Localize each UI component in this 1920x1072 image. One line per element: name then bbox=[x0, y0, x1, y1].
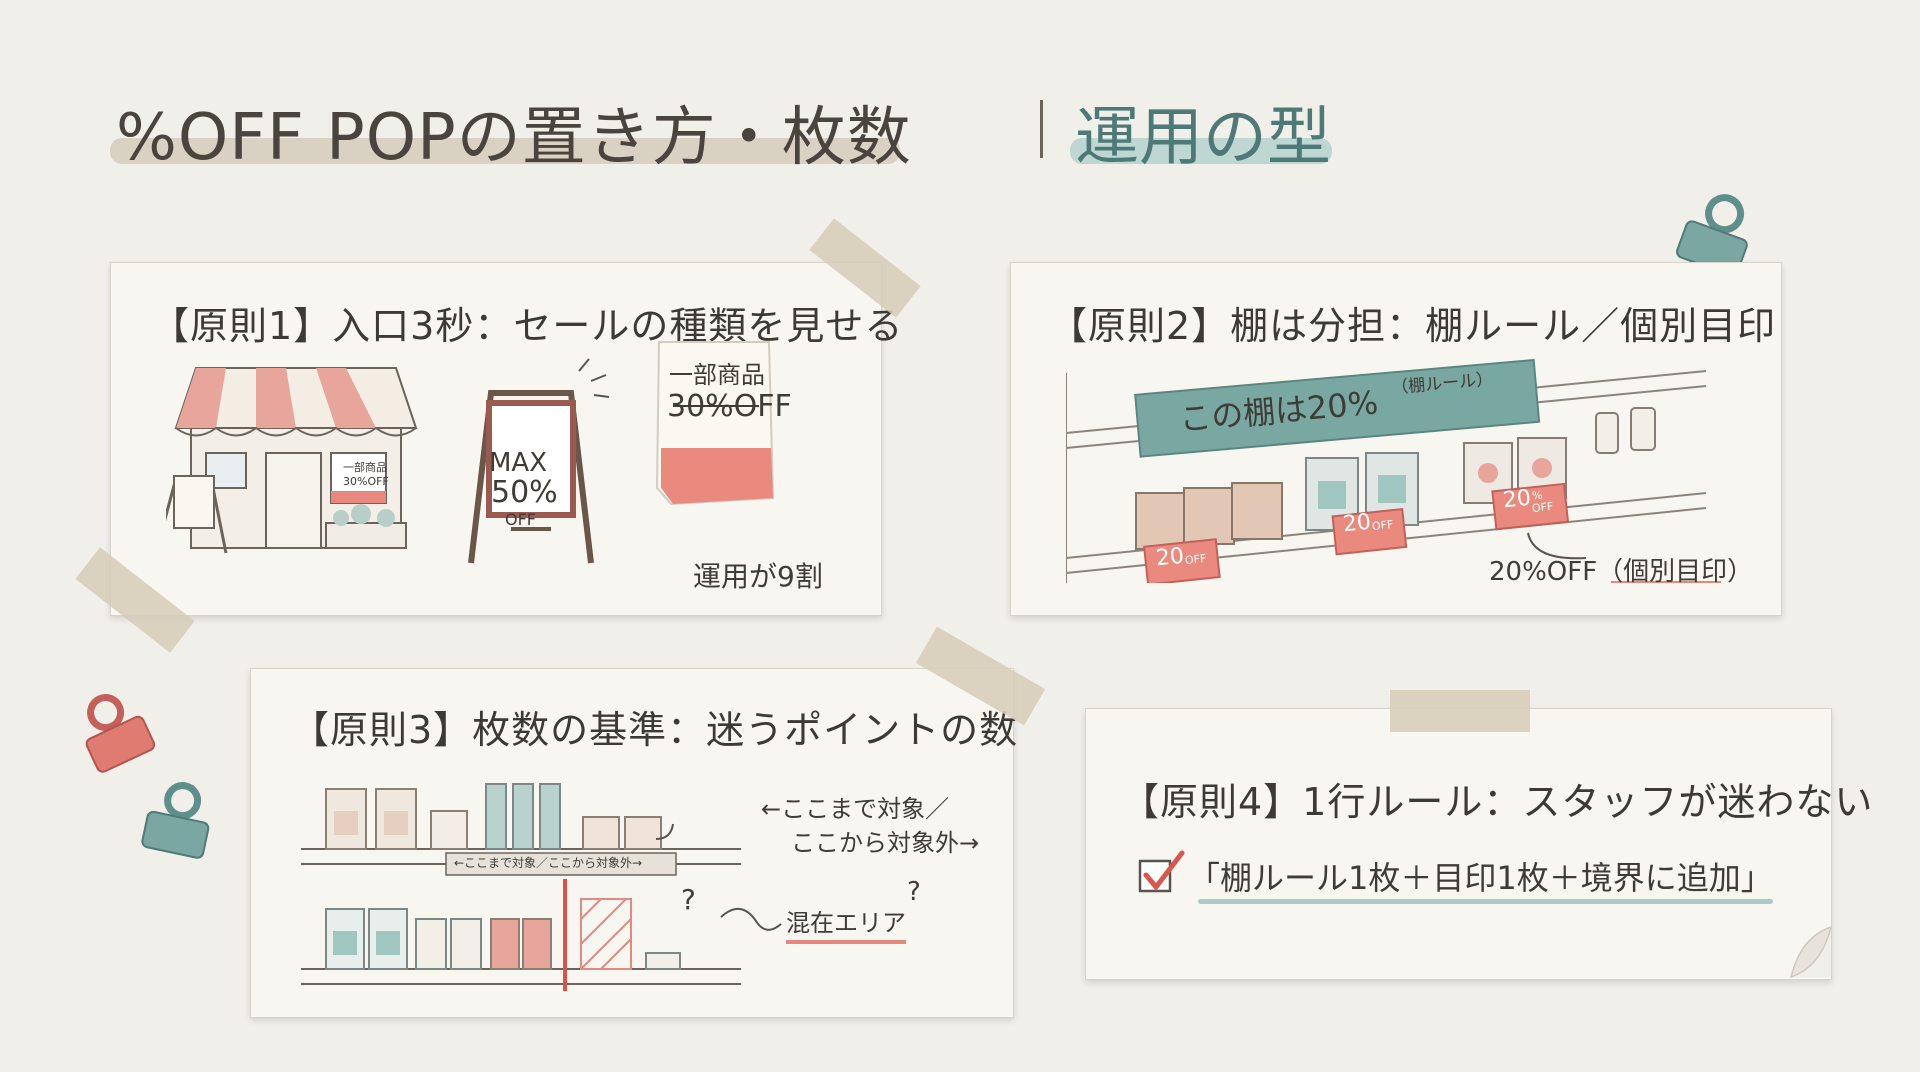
principle-1-card: 【原則1】入口3秒：セールの種類を見せる 一部商品 30%OFF MAX 50%… bbox=[110, 262, 902, 616]
principle-1-title: 【原則1】入口3秒：セールの種類を見せる bbox=[151, 304, 904, 348]
tape-decoration bbox=[1390, 690, 1530, 732]
a-board-sign-illustration bbox=[468, 358, 610, 564]
page-curl-icon bbox=[1789, 917, 1833, 979]
principle-3-title: 【原則3】枚数の基準：迷うポイントの数 bbox=[291, 708, 1019, 752]
poster-illustration bbox=[655, 341, 775, 506]
poster-line2: 30%OFF bbox=[667, 389, 792, 424]
question-mark: ? bbox=[681, 883, 696, 916]
price-tag-off: OFF bbox=[1531, 499, 1554, 516]
principle-4-title: 【原則4】1行ルール：スタッフが迷わない bbox=[1121, 780, 1874, 824]
accent-highlight bbox=[1070, 138, 1332, 164]
principle-4-card: 【原則4】1行ルール：スタッフが迷わない 「棚ルール1枚＋目印1枚＋境界に追加」 bbox=[1085, 708, 1872, 980]
boundary-label: ←ここまで対象／ここから対象外→ bbox=[454, 856, 643, 870]
window-sign-line1: 一部商品 bbox=[343, 461, 387, 474]
poster-line1: 一部商品 bbox=[669, 361, 765, 389]
one-line-rule: 「棚ルール1枚＋目印1枚＋境界に追加」 bbox=[1188, 859, 1773, 897]
individual-marker-callout: 20%OFF（個別目印） bbox=[1489, 557, 1754, 587]
a-board-line1: MAX bbox=[489, 448, 548, 478]
title-highlight bbox=[110, 138, 900, 164]
a-board-line2: 50% bbox=[491, 475, 558, 510]
principle-3-card: 【原則3】枚数の基準：迷うポイントの数 ←ここまで対象／ここから対象外→ ←ここ… bbox=[250, 668, 1017, 1018]
rule-underline bbox=[1198, 899, 1773, 904]
price-tag-off: OFF bbox=[1184, 551, 1207, 568]
binder-clip-icon bbox=[141, 782, 210, 859]
a-board-line3: OFF bbox=[505, 510, 536, 529]
header: %OFF POPの置き方・枚数 運用の型 bbox=[110, 80, 1332, 175]
price-tag-number: 20 bbox=[1154, 543, 1186, 572]
boundary-callout-line2: ここから対象外→ bbox=[791, 829, 980, 857]
operations-note: 運用が9割 bbox=[693, 560, 823, 593]
price-tag-off: OFF bbox=[1371, 517, 1394, 534]
checkbox-checked-icon bbox=[1138, 850, 1185, 893]
principle-2-card: 【原則2】棚は分担：棚ルール／個別目印 この棚は20% （棚ルー bbox=[1010, 262, 1782, 616]
question-mark: ? bbox=[907, 877, 921, 907]
page-title-accent: 運用の型 bbox=[1075, 101, 1331, 175]
window-sign-line2: 30%OFF bbox=[343, 475, 389, 488]
price-tag-number: 20 bbox=[1341, 509, 1373, 538]
title-divider bbox=[1040, 100, 1043, 158]
page-title: %OFF POPの置き方・枚数 bbox=[116, 101, 912, 175]
shelf-illustration bbox=[1066, 358, 1721, 583]
mixed-area-label: 混在エリア bbox=[786, 903, 906, 944]
storefront-illustration bbox=[166, 367, 418, 554]
price-tag-number: 20 bbox=[1501, 485, 1533, 514]
principle-2-title: 【原則2】棚は分担：棚ルール／個別目印 bbox=[1049, 304, 1777, 348]
shelf-boundary-illustration bbox=[301, 783, 782, 991]
binder-clip-icon bbox=[85, 694, 156, 773]
boundary-callout-line1: ←ここまで対象／ bbox=[761, 795, 950, 823]
